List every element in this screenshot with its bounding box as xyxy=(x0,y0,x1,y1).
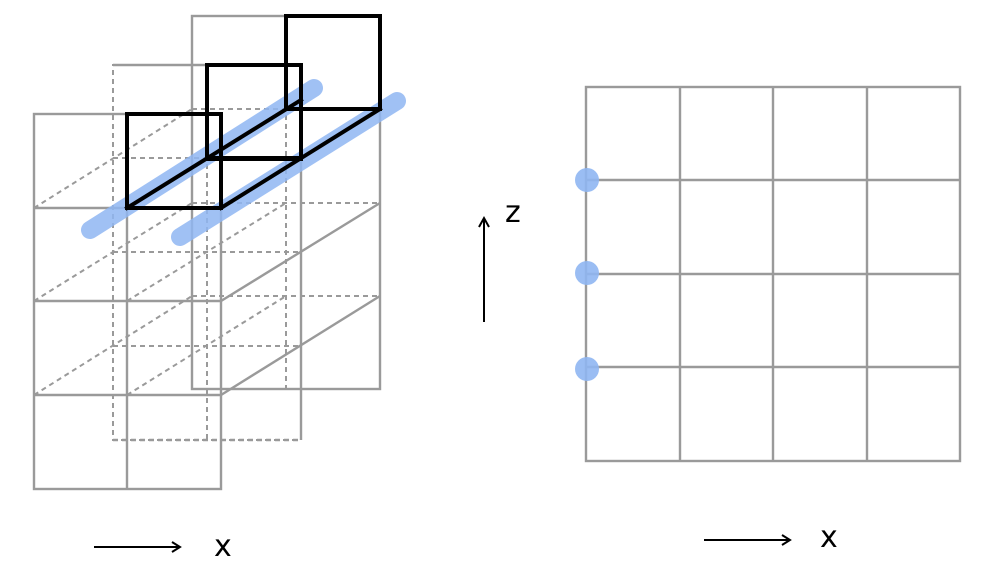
z-axis: z xyxy=(478,195,521,322)
right-x-label: x xyxy=(820,520,838,555)
marker-dot xyxy=(575,261,599,285)
z-label: z xyxy=(505,195,521,230)
marker-dot xyxy=(575,168,599,192)
left-x-label: x xyxy=(214,529,232,564)
front-view-grid xyxy=(584,85,962,463)
right-x-arrow-head xyxy=(781,534,792,546)
left-x-axis: x xyxy=(94,529,232,564)
right-x-axis: x xyxy=(704,520,838,555)
stacked-grid-3d xyxy=(32,14,406,491)
grid-markers xyxy=(575,168,599,381)
highlighted-cells xyxy=(124,14,383,211)
left-x-arrow-head xyxy=(171,541,182,553)
marker-dot xyxy=(575,357,599,381)
z-arrow-head xyxy=(478,215,490,228)
highlight-bar-back xyxy=(171,92,406,246)
